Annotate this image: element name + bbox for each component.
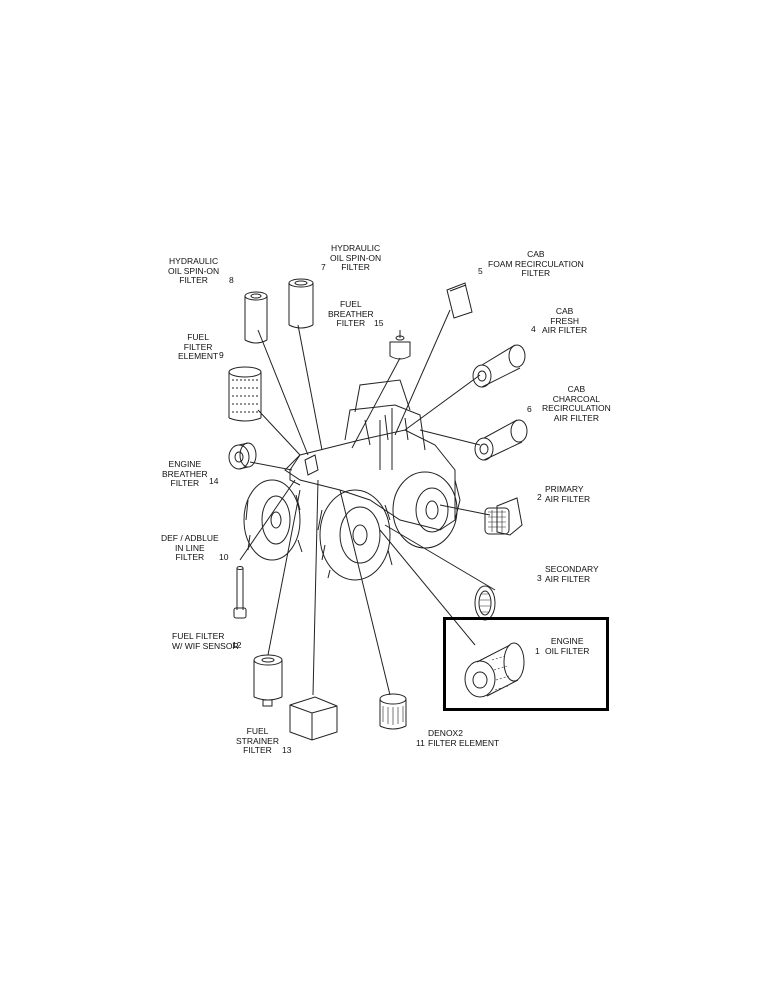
fuel-strainer-filter-13 — [289, 696, 338, 741]
label-part-9: FUEL FILTER ELEMENT — [178, 332, 219, 361]
number-part-6: 6 — [527, 404, 532, 414]
label-part-6: CAB CHARCOAL RECIRCULATION AIR FILTER — [542, 384, 611, 423]
secondary-air-filter-3 — [474, 585, 496, 621]
fuel-filter-wif-sensor-12 — [253, 654, 283, 707]
label-part-12: FUEL FILTER W/ WIF SENSOR — [172, 631, 239, 651]
number-part-9: 9 — [219, 350, 224, 360]
cab-charcoal-recirculation-air-filter-6 — [474, 419, 528, 461]
number-part-5: 5 — [478, 266, 483, 276]
label-part-5: CAB FOAM RECIRCULATION FILTER — [488, 249, 584, 278]
label-part-7: HYDRAULIC OIL SPIN-ON FILTER — [330, 243, 382, 272]
label-part-4: CAB FRESH AIR FILTER — [542, 306, 588, 335]
hydraulic-oil-spin-on-filter-7 — [288, 278, 314, 329]
number-part-4: 4 — [531, 324, 536, 334]
label-part-3: SECONDARY AIR FILTER — [545, 564, 599, 584]
denox2-filter-element-11 — [379, 693, 407, 730]
label-part-15: FUEL BREATHER FILTER — [328, 299, 374, 328]
leader-lines — [239, 309, 496, 696]
number-part-1: 1 — [535, 646, 540, 656]
number-part-15: 15 — [374, 318, 384, 328]
label-part-10: DEF / ADBLUE IN LINE FILTER — [161, 533, 219, 562]
label-part-14: ENGINE BREATHER FILTER — [162, 459, 208, 488]
number-part-10: 10 — [219, 552, 229, 562]
fuel-filter-element-9 — [228, 366, 262, 422]
number-part-11: 11 — [416, 738, 425, 748]
hydraulic-oil-spin-on-filter-8 — [244, 291, 268, 344]
label-part-13: FUEL STRAINER FILTER — [236, 726, 279, 755]
fuel-breather-filter-15 — [389, 330, 411, 360]
engine-oil-filter-1 — [464, 642, 525, 698]
number-part-8: 8 — [229, 275, 234, 285]
label-part-2: PRIMARY AIR FILTER — [545, 484, 591, 504]
primary-air-filter-2 — [484, 497, 523, 536]
label-part-11: DENOX2 FILTER ELEMENT — [428, 728, 500, 748]
highlight-box-engine-oil-filter — [443, 617, 609, 711]
engine-breather-filter-14 — [228, 442, 257, 470]
number-part-2: 2 — [537, 492, 542, 502]
label-part-8: HYDRAULIC OIL SPIN-ON FILTER — [168, 256, 220, 285]
number-part-13: 13 — [282, 745, 292, 755]
cab-fresh-air-filter-4 — [472, 344, 526, 388]
number-part-12: 12 — [232, 640, 242, 650]
def-adblue-inline-filter-10 — [233, 566, 247, 619]
number-part-3: 3 — [537, 573, 542, 583]
label-part-1: ENGINE OIL FILTER — [545, 636, 590, 656]
number-part-14: 14 — [209, 476, 219, 486]
cab-foam-recirculation-filter-5 — [446, 282, 473, 319]
number-part-7: 7 — [321, 262, 326, 272]
tractor-illustration — [243, 379, 461, 581]
